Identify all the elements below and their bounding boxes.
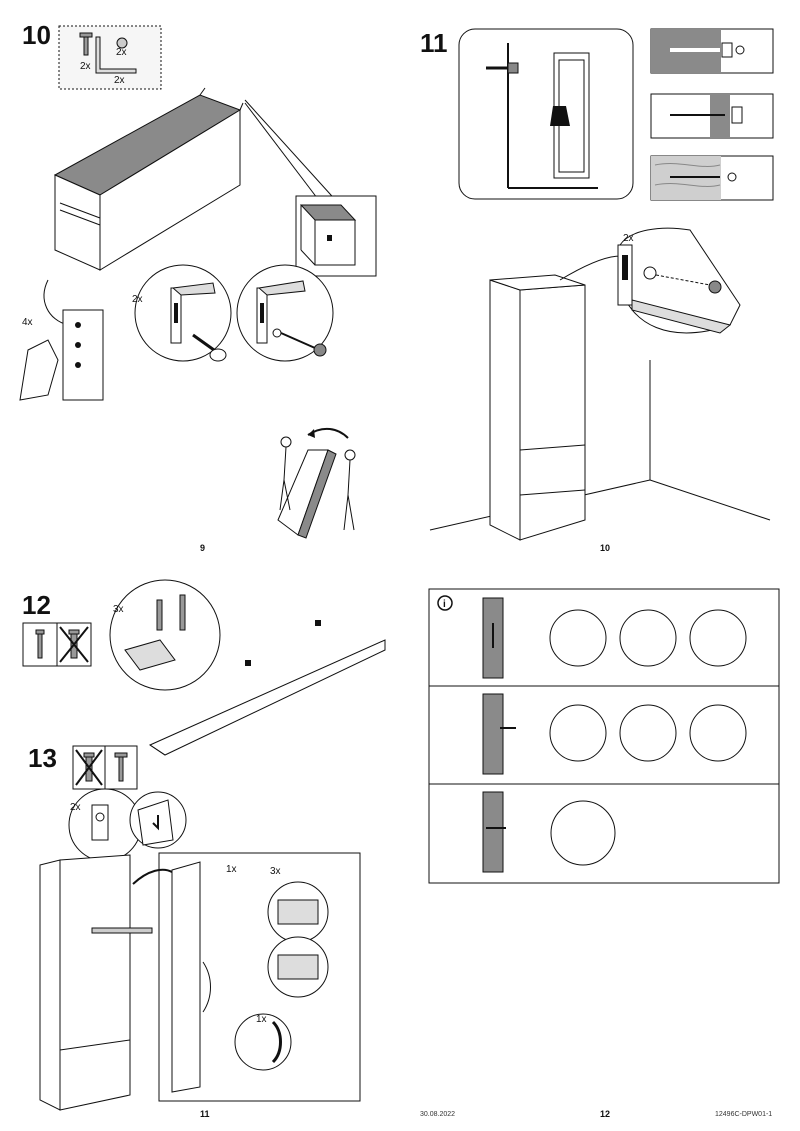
hand-pins-detail bbox=[19, 279, 104, 401]
step-number-10: 10 bbox=[22, 20, 51, 50]
wall-type-concrete bbox=[650, 28, 774, 74]
door-qty-1x: 1x bbox=[226, 864, 237, 875]
door-hinge-screws: 3x bbox=[109, 579, 386, 756]
people-lifting bbox=[277, 427, 356, 539]
page-ref-9: 9 bbox=[200, 543, 206, 553]
hardware-box: 2x 2x 2x bbox=[58, 25, 162, 90]
cabinet-against-wall bbox=[429, 255, 771, 541]
screw-allowed-box bbox=[22, 622, 92, 667]
step-number-12: 12 bbox=[22, 590, 51, 620]
hw-qty-a: 2x bbox=[80, 61, 91, 72]
info-icon: i bbox=[437, 595, 453, 611]
wardrobe-lying bbox=[53, 87, 341, 271]
step-number-13: 13 bbox=[28, 743, 57, 773]
hw-qty-c: 2x bbox=[114, 75, 125, 86]
handle-qty-1x: 1x bbox=[256, 1014, 267, 1025]
hinge-icon bbox=[267, 881, 329, 998]
quantity-bracket-2x-11: 2x bbox=[623, 233, 634, 244]
crossed-screw-icon bbox=[75, 749, 103, 786]
step-number-11: 11 bbox=[420, 28, 448, 58]
bracket-circle-left bbox=[134, 264, 232, 362]
info-adjust-panel: i bbox=[428, 588, 780, 884]
quantity-bracket-2x: 2x bbox=[132, 294, 143, 305]
quantity-bracket-2x-13: 2x bbox=[70, 802, 81, 813]
wall-type-hollow bbox=[650, 93, 774, 139]
bracket-icon bbox=[95, 36, 137, 74]
crossed-screw-icon bbox=[59, 626, 89, 663]
wall-anchor-panel bbox=[458, 28, 634, 200]
hw-qty-b: 2x bbox=[116, 47, 127, 58]
door-fitting-panel: 1x 3x 1x bbox=[132, 852, 361, 1102]
footer-doc-code: 12496C-DPW01-1 bbox=[715, 1111, 773, 1118]
page-ref-10: 10 bbox=[600, 543, 611, 553]
quantity-3x: 3x bbox=[113, 604, 124, 615]
footer-date: 30.08.2022 bbox=[420, 1111, 456, 1118]
wardrobe-assembled bbox=[39, 788, 153, 1111]
bracket-circle-right bbox=[236, 264, 334, 362]
hinge-qty-3x: 3x bbox=[270, 866, 281, 877]
screw-icon bbox=[114, 752, 128, 782]
wall-type-wood bbox=[650, 155, 774, 201]
page-ref-12: 12 bbox=[600, 1109, 611, 1119]
bracket-detail-circle bbox=[617, 227, 741, 334]
svg-text:i: i bbox=[443, 599, 446, 610]
bracket-hook-detail bbox=[129, 791, 187, 849]
page-ref-11: 11 bbox=[200, 1109, 210, 1119]
screw-icon bbox=[79, 32, 93, 56]
screw-icon bbox=[35, 629, 45, 659]
screw-allowed-box-13 bbox=[72, 745, 138, 790]
quantity-4x: 4x bbox=[22, 317, 33, 328]
detail-corner bbox=[295, 195, 377, 277]
